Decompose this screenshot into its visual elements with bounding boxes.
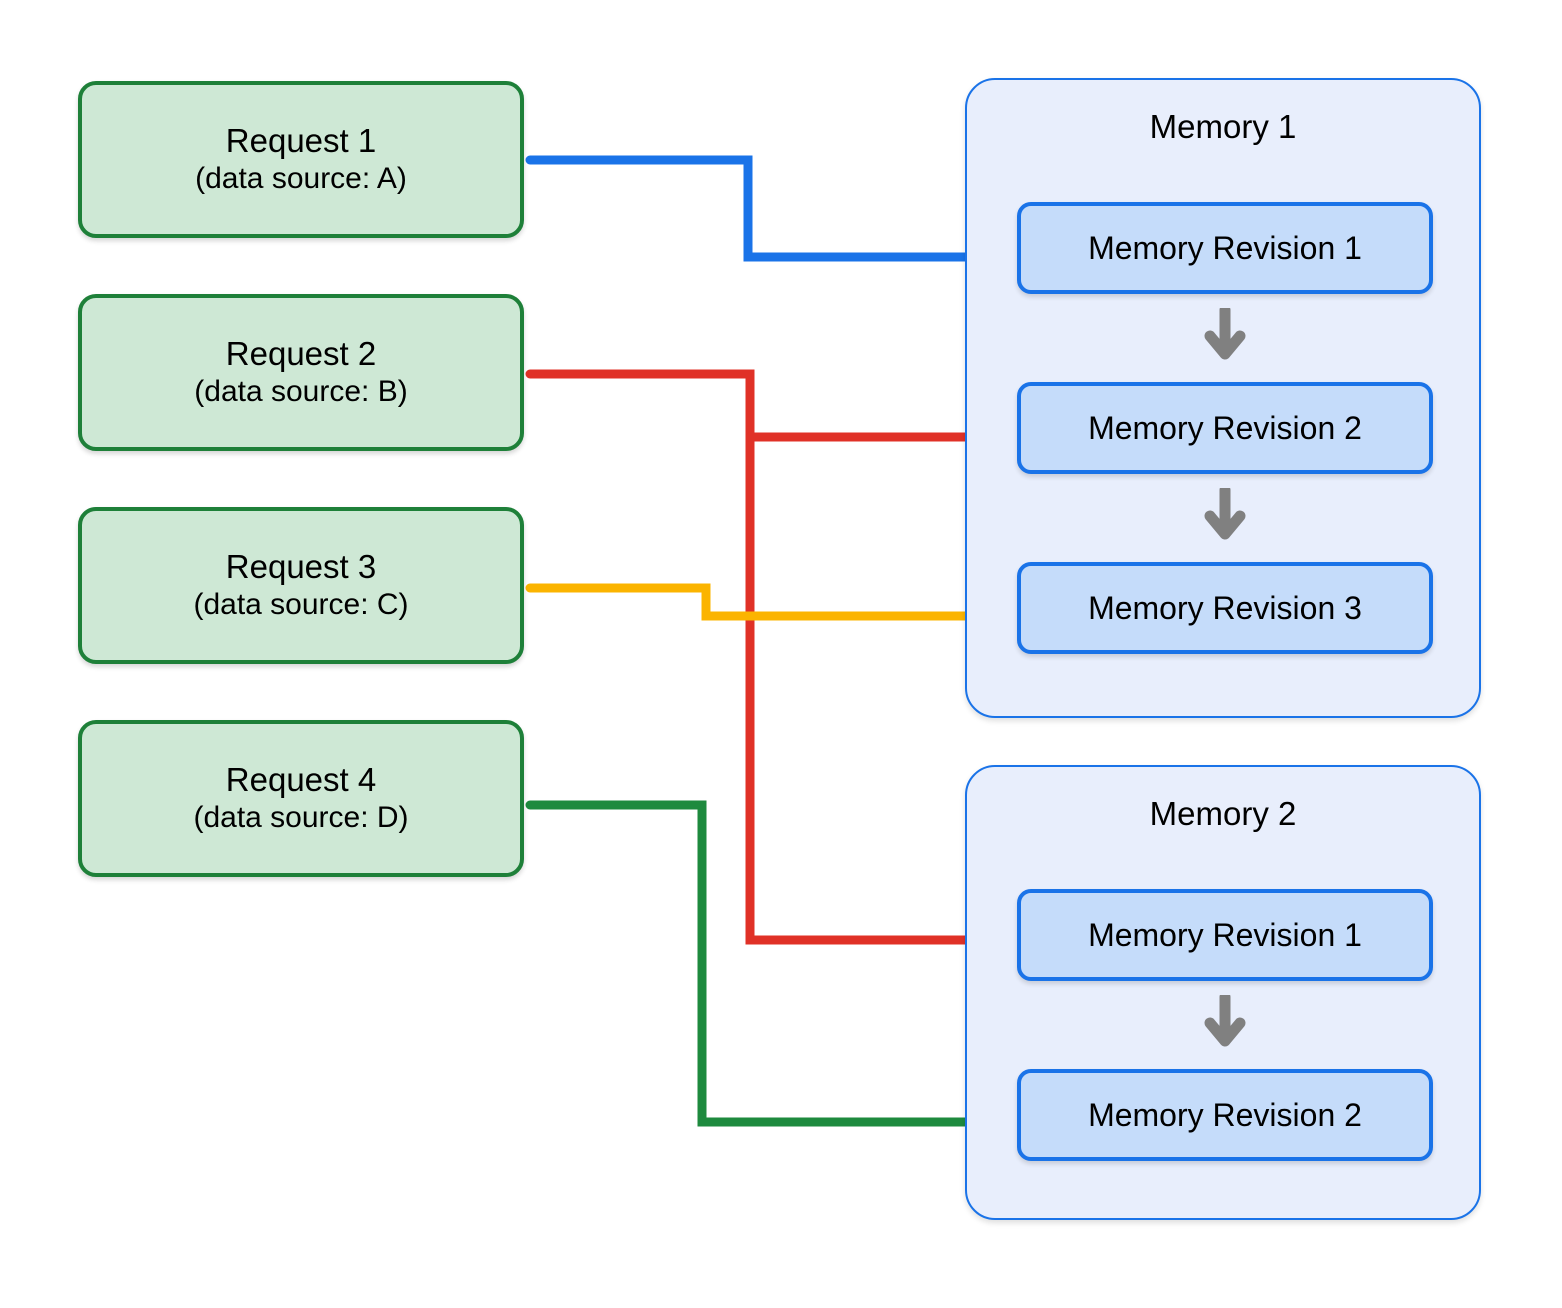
memory-1-revision-1[interactable]: Memory Revision 1: [1017, 202, 1433, 294]
request-box-2[interactable]: Request 2 (data source: B): [78, 294, 524, 451]
arrow-down-icon: [1204, 308, 1246, 360]
revision-label: Memory Revision 1: [1088, 916, 1362, 953]
memory-2-revision-2[interactable]: Memory Revision 2: [1017, 1069, 1433, 1161]
request-box-1[interactable]: Request 1 (data source: A): [78, 81, 524, 238]
connector-request-1: [525, 155, 1010, 279]
connector-request-3: [525, 583, 1010, 638]
request-subtitle: (data source: C): [193, 588, 409, 622]
arrow-down-icon: [1204, 488, 1246, 540]
request-subtitle: (data source: A): [195, 162, 407, 196]
request-subtitle: (data source: D): [193, 801, 409, 835]
revision-label: Memory Revision 2: [1088, 1096, 1362, 1133]
memory-2-revision-1[interactable]: Memory Revision 1: [1017, 889, 1433, 981]
connector-request-2: [525, 369, 1010, 962]
revision-label: Memory Revision 1: [1088, 229, 1362, 266]
request-title: Request 4: [225, 761, 377, 799]
memory-container-1[interactable]: Memory 1 Memory Revision 1 Memory Revisi…: [965, 78, 1481, 718]
memory-container-2[interactable]: Memory 2 Memory Revision 1 Memory Revisi…: [965, 765, 1481, 1220]
memory-1-revision-3[interactable]: Memory Revision 3: [1017, 562, 1433, 654]
request-subtitle: (data source: B): [194, 375, 408, 409]
memory-title: Memory 2: [1149, 795, 1297, 832]
request-title: Request 3: [225, 548, 377, 586]
request-title: Request 1: [225, 122, 377, 160]
arrow-down-icon: [1204, 995, 1246, 1047]
revision-label: Memory Revision 2: [1088, 409, 1362, 446]
memory-title: Memory 1: [1149, 108, 1297, 145]
request-box-3[interactable]: Request 3 (data source: C): [78, 507, 524, 664]
memory-1-revision-2[interactable]: Memory Revision 2: [1017, 382, 1433, 474]
revision-label: Memory Revision 3: [1088, 589, 1362, 626]
request-box-4[interactable]: Request 4 (data source: D): [78, 720, 524, 877]
request-title: Request 2: [225, 335, 377, 373]
connector-request-4: [525, 800, 1010, 1144]
